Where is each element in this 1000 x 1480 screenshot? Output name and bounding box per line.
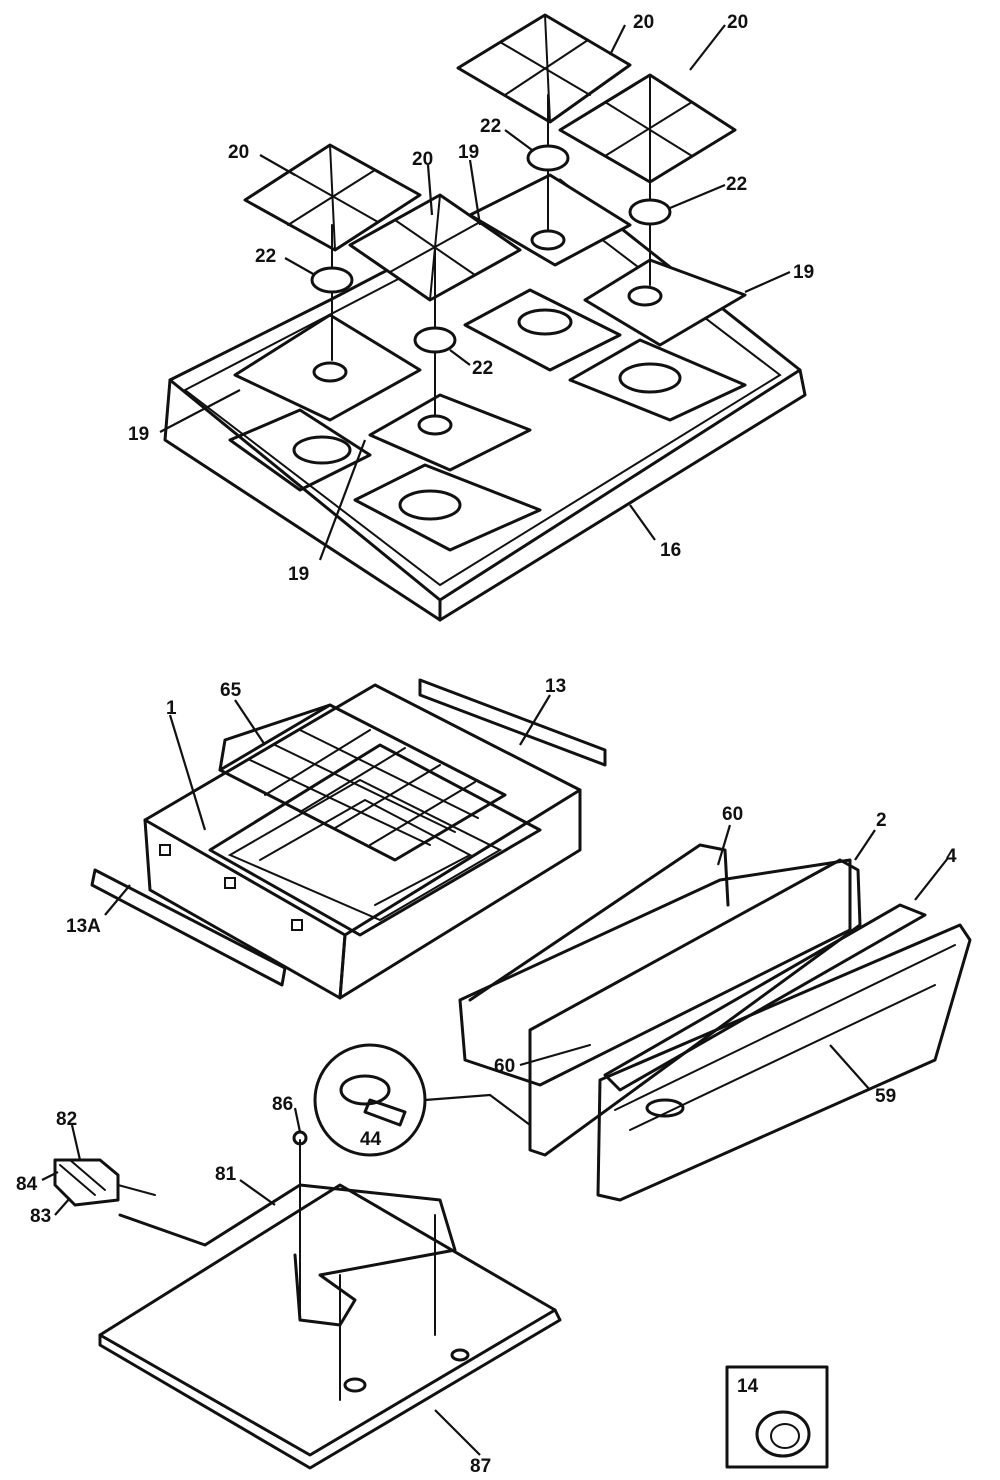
label-cap-left: 22	[255, 246, 276, 267]
label-knob-box: 14	[737, 1376, 759, 1397]
panel-hole	[343, 1377, 367, 1393]
drip-pan-right-hole	[627, 285, 663, 307]
oven-rack	[218, 703, 507, 862]
drawer-handle-wire	[468, 843, 730, 1002]
label-cap-upper-center: 22	[480, 116, 501, 137]
label-grate-left: 20	[228, 142, 249, 163]
burner-rear-right	[618, 362, 682, 394]
drawer-screw	[554, 1044, 591, 1056]
drip-pan-upper	[468, 173, 632, 267]
label-valve-83: 83	[30, 1206, 51, 1227]
burner-pan-rear-right	[568, 338, 747, 422]
foot-stem	[363, 1098, 407, 1127]
rail-left	[90, 868, 287, 987]
valve-assembly	[53, 1158, 156, 1207]
oven-body-side	[338, 788, 582, 1000]
label-cap-lower: 22	[472, 358, 493, 379]
label-drawer-handle-top: 60	[722, 804, 743, 825]
burner-front-center	[398, 489, 462, 521]
body-hole	[224, 877, 236, 889]
label-cooktop: 16	[660, 540, 681, 561]
grate-middle	[348, 193, 522, 302]
label-pan-right: 19	[793, 262, 814, 283]
burner-pan-rear-center	[463, 288, 622, 372]
label-rack: 65	[220, 680, 242, 701]
label-pan-upper: 19	[458, 142, 479, 163]
part-labels: 20 20 20 20 19 22 22 22 19 22 19 19 16 6…	[16, 12, 957, 1477]
grate-top-right	[558, 73, 737, 184]
label-drawer-top-right: 4	[946, 846, 957, 867]
bottom-panel-edge	[98, 1308, 562, 1470]
label-body: 1	[166, 698, 177, 719]
label-drawer-screw: 60	[494, 1056, 515, 1077]
grate-top-center	[456, 13, 632, 124]
cooktop-front-edge	[438, 368, 807, 622]
drawer-front-panel	[596, 923, 972, 1202]
knob-center	[770, 1423, 800, 1449]
label-cap-right: 22	[726, 174, 747, 195]
burner-cap-right	[628, 198, 672, 226]
burner-cap-left	[310, 266, 354, 294]
burner-cap-lower	[413, 326, 457, 354]
foot-callout	[313, 1043, 531, 1157]
drawer-handle-end	[645, 1098, 685, 1118]
burner-tube	[118, 1183, 457, 1327]
label-pan-front: 19	[288, 564, 309, 585]
label-rail-right: 13	[545, 676, 566, 697]
burner-front-left	[292, 435, 352, 465]
label-valve-82: 82	[56, 1109, 77, 1130]
knob	[755, 1410, 811, 1458]
bottom-panel	[98, 1183, 557, 1457]
knob-box	[725, 1365, 829, 1469]
label-grate-top-center: 20	[633, 12, 654, 33]
label-tube-81: 81	[215, 1164, 237, 1185]
burner-cap-upper	[526, 144, 570, 172]
label-grate-top-right: 20	[727, 12, 748, 33]
bottom-panel-assembly	[53, 1130, 562, 1470]
label-drawer-front: 59	[875, 1086, 896, 1107]
drawer-assembly	[458, 843, 972, 1202]
leader-lines	[41, 24, 949, 1456]
burner-pan-front-center	[353, 463, 542, 552]
drawer-tray	[458, 858, 852, 1087]
knob-box-frame	[725, 1365, 829, 1469]
drip-pan-right	[583, 258, 747, 347]
drawer-top-strip	[603, 903, 927, 1092]
label-drawer-back: 2	[876, 810, 887, 831]
cooktop-left-edge	[163, 378, 442, 622]
drawer-back	[528, 858, 862, 1157]
label-valve-84: 84	[16, 1174, 38, 1195]
drip-pan-front	[368, 393, 532, 472]
foot-head	[339, 1074, 391, 1106]
body-hole	[291, 919, 303, 931]
label-bottom-panel: 87	[470, 1456, 491, 1477]
burner-rear-center	[517, 308, 573, 336]
panel-hole	[450, 1348, 470, 1362]
broil-element	[227, 778, 503, 922]
label-foot-callout: 44	[360, 1129, 382, 1150]
oven-body-assembly	[90, 678, 607, 1000]
burner-pan-front-left	[228, 408, 372, 492]
grate-left	[243, 143, 422, 252]
label-rail-left: 13A	[66, 916, 101, 937]
label-part-86: 86	[272, 1094, 293, 1115]
label-grate-middle: 20	[412, 149, 433, 170]
drip-pan-left	[233, 313, 422, 422]
oven-body-inner	[208, 743, 542, 937]
rail-right	[418, 678, 607, 767]
body-hole	[159, 844, 171, 856]
drip-pan-left-hole	[312, 361, 348, 383]
label-pan-left: 19	[128, 424, 149, 445]
cooktop-assembly	[163, 13, 807, 622]
